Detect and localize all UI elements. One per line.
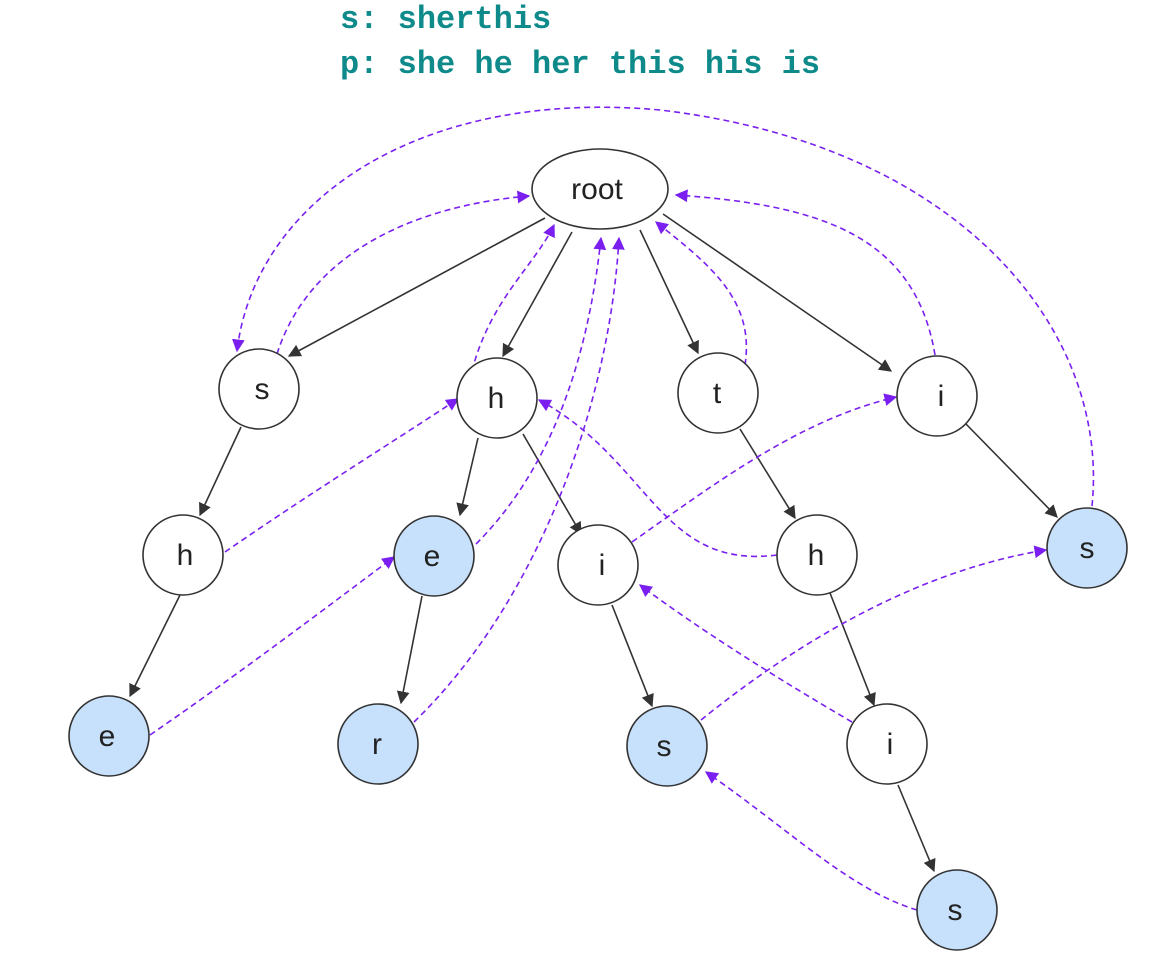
node-thi-label: i xyxy=(887,728,894,761)
fail-link-her-root xyxy=(413,236,625,723)
node-i: i xyxy=(896,355,978,437)
trie-edge-root-h xyxy=(502,231,573,358)
node-he-label: e xyxy=(424,540,441,573)
node-thi-shape xyxy=(846,703,928,785)
fail-link-she-he xyxy=(149,556,396,736)
node-hi-shape xyxy=(557,524,639,606)
nodes: root s h e h e r i xyxy=(68,148,1128,951)
node-his-shape xyxy=(626,705,708,787)
node-s: s xyxy=(218,348,300,430)
node-s-label: s xyxy=(255,373,270,406)
node-th: h xyxy=(776,514,858,596)
node-is-label: s xyxy=(1080,532,1095,565)
node-s-shape xyxy=(218,348,300,430)
failure-links xyxy=(149,106,1095,911)
node-root: root xyxy=(531,148,669,230)
node-her-shape xyxy=(337,703,419,785)
fail-link-t-root xyxy=(654,221,748,366)
fail-link-hi-i xyxy=(631,393,898,543)
node-t: t xyxy=(677,352,759,434)
fail-link-is-s xyxy=(232,106,1095,507)
node-sh-shape xyxy=(142,514,224,596)
trie-edge-t-h xyxy=(739,428,796,520)
fail-link-h-root xyxy=(471,223,555,372)
trie-edge-h-i xyxy=(522,433,582,536)
node-sh: h xyxy=(142,514,224,596)
trie-edges xyxy=(129,213,1058,873)
node-t-label: t xyxy=(713,377,722,410)
node-sh-label: h xyxy=(177,539,194,572)
node-i-shape xyxy=(896,355,978,437)
fail-link-th-h xyxy=(537,399,778,558)
trie-edge-h-i-right xyxy=(829,592,876,707)
node-th-shape xyxy=(776,514,858,596)
text-string-line: s: sherthis xyxy=(340,1,552,38)
node-th-label: h xyxy=(808,539,825,572)
node-is-shape xyxy=(1046,507,1128,589)
node-root-label: root xyxy=(571,173,623,206)
fail-link-s-root xyxy=(276,190,531,355)
trie-edge-s-h xyxy=(199,426,242,517)
trie-edge-i-s-right xyxy=(965,423,1058,518)
node-her-label: r xyxy=(372,728,382,761)
fail-link-i-root xyxy=(674,189,936,356)
node-hi: i xyxy=(557,524,639,606)
node-his-label: s xyxy=(657,730,672,763)
node-root-shape xyxy=(531,148,669,230)
fail-link-sh-h xyxy=(224,398,460,553)
node-h-label: h xyxy=(488,382,505,415)
fail-link-he-root xyxy=(475,236,607,545)
node-this: s xyxy=(916,869,998,951)
node-she-label: e xyxy=(99,720,116,753)
trie-edge-h-e xyxy=(456,437,479,517)
node-h: h xyxy=(456,357,538,439)
trie-edge-i-s xyxy=(611,604,654,708)
fail-link-this-his xyxy=(704,771,918,911)
node-t-shape xyxy=(677,352,759,434)
trie-edge-root-s xyxy=(287,217,546,357)
trie-edge-root-t xyxy=(639,229,699,355)
fail-link-his-is xyxy=(700,545,1048,721)
node-hi-label: i xyxy=(599,549,606,582)
fail-link-thi-hi xyxy=(638,584,853,723)
trie-edge-root-i xyxy=(662,213,893,372)
trie-edge-e-r xyxy=(396,595,423,705)
node-his: s xyxy=(626,705,708,787)
node-this-label: s xyxy=(948,894,963,927)
trie-edge-h-e-left xyxy=(129,594,181,698)
node-h-shape xyxy=(456,357,538,439)
node-thi: i xyxy=(846,703,928,785)
node-i-label: i xyxy=(938,380,945,413)
node-he-shape xyxy=(393,515,475,597)
patterns-line: p: she he her this his is xyxy=(340,46,821,83)
node-this-shape xyxy=(916,869,998,951)
node-he: e xyxy=(393,515,475,597)
node-is: s xyxy=(1046,507,1128,589)
trie-edge-i-s-bottom xyxy=(897,784,936,873)
node-she-shape xyxy=(68,695,150,777)
node-she: e xyxy=(68,695,150,777)
node-her: r xyxy=(337,703,419,785)
